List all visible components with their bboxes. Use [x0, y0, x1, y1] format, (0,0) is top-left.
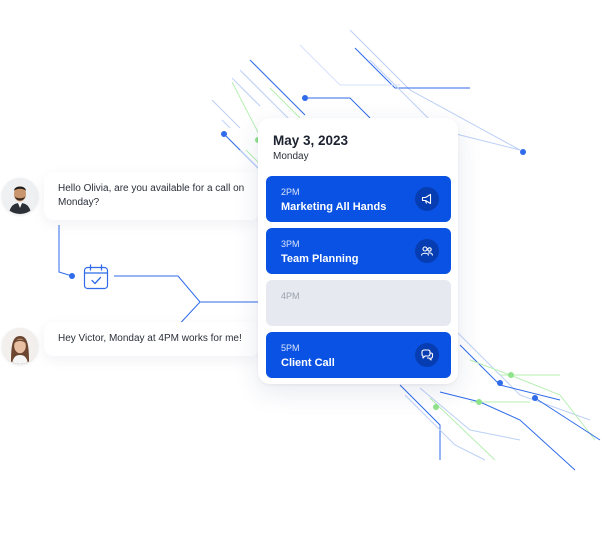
- slot-time: 5PM: [281, 343, 300, 353]
- calendar-day-card: May 3, 2023 Monday 2PM Marketing All Han…: [258, 118, 458, 384]
- megaphone-icon: [415, 187, 439, 211]
- slot-title: Team Planning: [281, 253, 359, 265]
- chat-bubble-text: Hello Olivia, are you available for a ca…: [44, 172, 260, 220]
- slot-time: 2PM: [281, 187, 300, 197]
- time-slot-2pm[interactable]: 2PM Marketing All Hands: [266, 176, 451, 222]
- avatar-victor: [2, 178, 38, 214]
- chat-bubble-text: Hey Victor, Monday at 4PM works for me!: [44, 322, 260, 356]
- slot-time: 3PM: [281, 239, 300, 249]
- time-slot-5pm[interactable]: 5PM Client Call: [266, 332, 451, 378]
- time-slot-3pm[interactable]: 3PM Team Planning: [266, 228, 451, 274]
- slot-title: Client Call: [281, 357, 335, 369]
- calendar-weekday: Monday: [273, 151, 309, 162]
- slot-time: 4PM: [281, 291, 300, 301]
- time-slot-4pm[interactable]: 4PM: [266, 280, 451, 326]
- calendar-date: May 3, 2023: [273, 133, 349, 148]
- users-icon: [415, 239, 439, 263]
- avatar-olivia: [2, 328, 38, 364]
- calendar-check-icon: [83, 264, 109, 290]
- slot-title: Marketing All Hands: [281, 201, 387, 213]
- chat-bubbles-icon: [415, 343, 439, 367]
- chat-message-2: Hey Victor, Monday at 4PM works for me!: [0, 318, 260, 382]
- chat-message-1: Hello Olivia, are you available for a ca…: [0, 168, 260, 232]
